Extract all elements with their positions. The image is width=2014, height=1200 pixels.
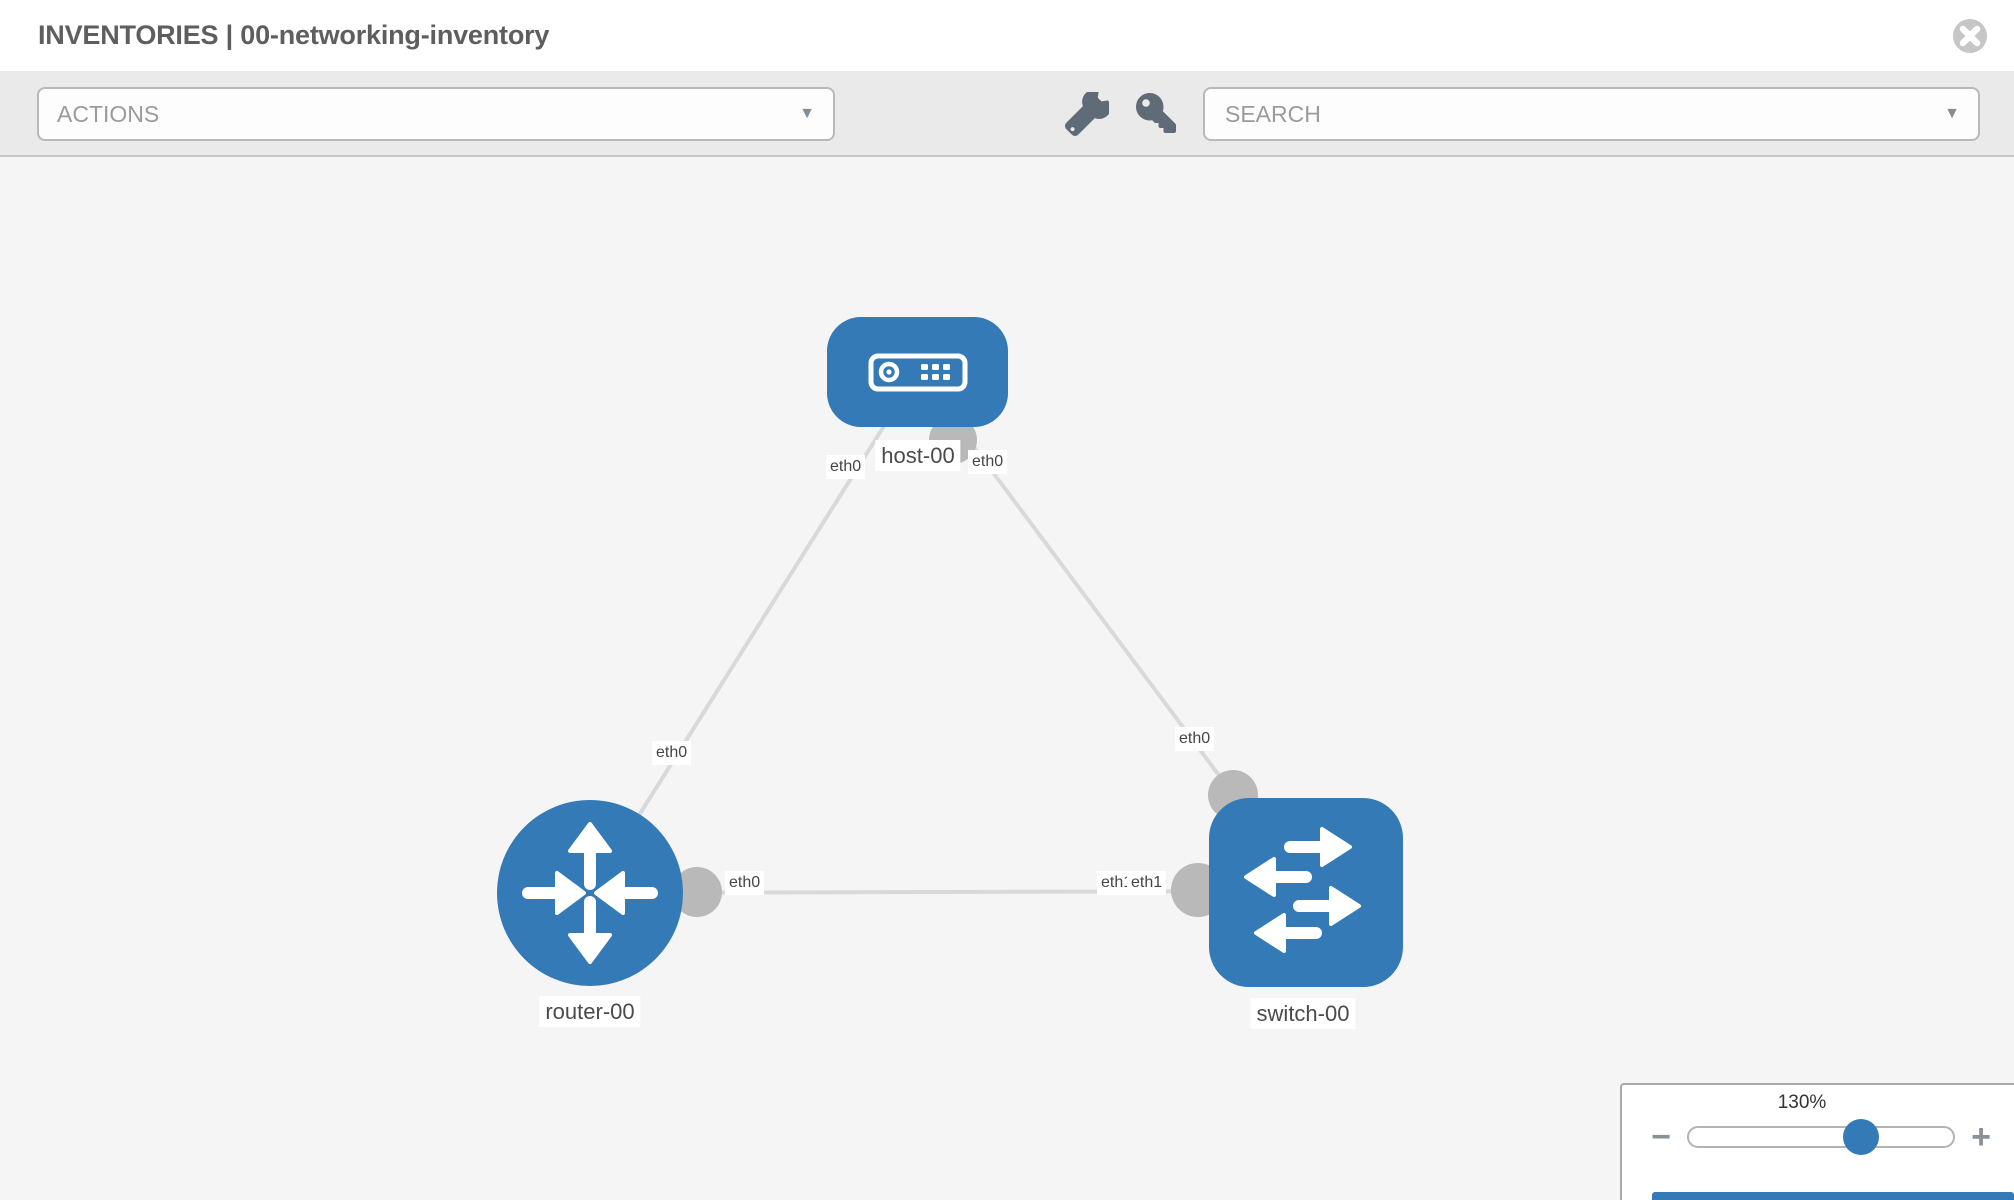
configure-tools-button[interactable] bbox=[1065, 89, 1112, 136]
router-icon bbox=[522, 822, 658, 964]
wrench-icon bbox=[1065, 89, 1112, 136]
zoom-out-button[interactable]: − bbox=[1648, 1120, 1674, 1154]
interface-label: eth0 bbox=[725, 871, 765, 895]
node-switch-00[interactable] bbox=[1209, 798, 1403, 987]
topology-canvas[interactable] bbox=[0, 157, 2014, 1200]
chevron-down-icon: ▼ bbox=[1944, 105, 1960, 122]
node-router-00[interactable] bbox=[497, 800, 683, 986]
chevron-down-icon: ▼ bbox=[799, 105, 815, 122]
interface-label: eth0 bbox=[652, 741, 692, 765]
toolbar: ACTIONS ▼ ▼ bbox=[0, 71, 2014, 157]
switch-icon bbox=[1244, 827, 1361, 953]
header-bar: INVENTORIES | 00-networking-inventory bbox=[0, 0, 2014, 71]
node-label-switch: switch-00 bbox=[1250, 998, 1356, 1029]
zoom-panel: 130% − + bbox=[1620, 1083, 2014, 1200]
close-icon bbox=[1953, 18, 1987, 53]
legend-button-edge[interactable] bbox=[1652, 1192, 2014, 1200]
interface-label: eth0 bbox=[968, 450, 1008, 474]
node-label-router: router-00 bbox=[539, 996, 641, 1027]
actions-dropdown-label: ACTIONS bbox=[57, 100, 160, 127]
search-input[interactable] bbox=[1223, 99, 1945, 129]
key-icon bbox=[1136, 92, 1176, 133]
interface-handle-router[interactable] bbox=[672, 867, 722, 917]
host-icon bbox=[868, 353, 968, 392]
zoom-slider-knob[interactable] bbox=[1842, 1119, 1879, 1155]
interface-label: eth0 bbox=[826, 455, 866, 479]
zoom-slider-track[interactable] bbox=[1687, 1119, 1955, 1155]
node-host-00[interactable] bbox=[827, 317, 1008, 427]
credentials-button[interactable] bbox=[1134, 92, 1178, 136]
node-label-host: host-00 bbox=[875, 440, 961, 471]
interface-label: eth0 bbox=[1175, 727, 1215, 751]
close-button[interactable] bbox=[1952, 18, 1988, 54]
page-title: INVENTORIES | 00-networking-inventory bbox=[38, 20, 550, 50]
zoom-level-value: 130% bbox=[1777, 1092, 1827, 1113]
actions-dropdown[interactable]: ACTIONS ▼ bbox=[37, 87, 835, 141]
interface-label: eth1 bbox=[1127, 871, 1167, 895]
search-box[interactable]: ▼ bbox=[1203, 87, 1980, 141]
zoom-in-button[interactable]: + bbox=[1968, 1120, 1994, 1154]
